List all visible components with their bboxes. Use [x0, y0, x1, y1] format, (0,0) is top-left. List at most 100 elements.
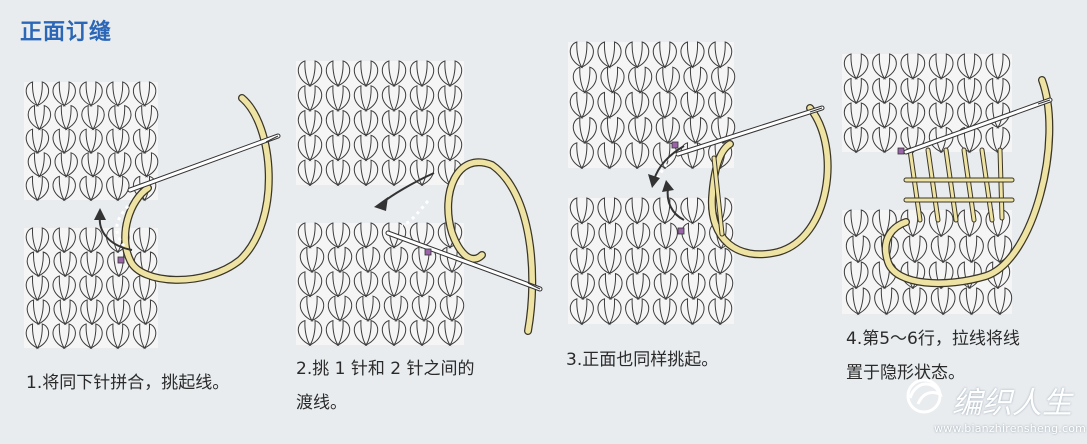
knit-stitch	[353, 60, 368, 88]
knit-stitch	[132, 323, 147, 350]
knit-stitch	[996, 126, 1011, 154]
knit-stitch	[62, 275, 76, 302]
knit-stitch	[353, 134, 368, 162]
knit-stitch	[297, 222, 312, 249]
knit-stitch	[572, 66, 587, 94]
knit-stitch	[392, 319, 407, 347]
knit-stitch	[336, 134, 351, 162]
knit-stitch	[611, 66, 625, 94]
knit-stitch	[985, 53, 1000, 80]
arrow-head	[662, 180, 674, 192]
step-1	[20, 70, 290, 360]
knit-stitch	[608, 298, 622, 326]
knit-stitch	[392, 60, 407, 88]
knit-stitch	[133, 299, 148, 326]
knit-stitch	[597, 91, 611, 119]
knit-stitch	[35, 323, 50, 350]
knit-stitch	[325, 134, 340, 162]
knit-stitch	[581, 222, 595, 250]
knit-stitch	[37, 152, 52, 178]
caption-line: 渡线。	[296, 393, 347, 413]
knit-stitch	[145, 104, 159, 131]
knit-stitch	[625, 91, 639, 119]
knit-stitch	[310, 246, 325, 274]
knit-stitch	[856, 235, 871, 264]
knit-stitch	[691, 91, 705, 119]
knit-stitch	[325, 319, 340, 347]
knit-stitch	[297, 159, 312, 187]
knit-stitch	[53, 299, 67, 326]
knit-stitch	[409, 109, 424, 137]
knit-stitch	[911, 102, 926, 129]
knit-stitch	[80, 299, 94, 326]
knit-stitch	[422, 295, 437, 322]
arrow-head	[374, 197, 388, 211]
knit-stitch	[420, 222, 435, 249]
knit-stitch	[53, 251, 67, 278]
knit-stitch	[843, 102, 858, 129]
knit-stitch	[611, 116, 625, 145]
knit-stitch	[996, 53, 1011, 80]
knit-stitch	[118, 104, 132, 131]
knit-stitch	[664, 222, 678, 250]
knit-stitch	[437, 85, 452, 112]
knit-panel-bottom	[842, 209, 1013, 316]
knit-stitch	[666, 116, 680, 145]
knit-stitch	[625, 298, 639, 326]
knit-stitch	[939, 53, 954, 80]
knit-stitch	[327, 246, 342, 274]
knit-stitch	[608, 197, 622, 225]
knit-stitch	[411, 246, 426, 274]
knit-stitch	[957, 77, 971, 105]
knit-stitch	[62, 323, 76, 350]
knit-stitch	[569, 142, 584, 170]
knit-stitch	[680, 142, 694, 170]
knit-stitch	[420, 85, 435, 112]
knit-stitch	[626, 222, 640, 250]
knit-stitch	[570, 222, 585, 250]
knit-panel-top	[296, 60, 464, 187]
knit-stitch	[325, 222, 340, 249]
knit-stitch	[297, 85, 312, 112]
knit-stitch	[134, 152, 149, 178]
knit-stitch	[91, 104, 105, 131]
knit-stitch	[580, 91, 594, 119]
knit-stitch	[54, 152, 68, 178]
knit-stitch	[116, 128, 130, 155]
knit-stitch	[437, 134, 452, 162]
knit-stitch	[132, 81, 147, 107]
knit-stitch	[106, 128, 120, 155]
knit-stitch	[364, 271, 379, 298]
knit-stitch	[25, 81, 39, 107]
knit-stitch	[570, 272, 585, 301]
knit-stitch	[409, 85, 424, 112]
knit-stitch	[636, 222, 651, 250]
knit-stitch	[448, 85, 463, 112]
knit-stitch	[64, 152, 78, 178]
knit-stitch	[609, 272, 623, 301]
knit-stitch	[663, 298, 677, 326]
knit-stitch	[420, 60, 435, 88]
knit-stitch	[353, 271, 368, 298]
knit-stitch	[930, 235, 945, 264]
knit-stitch	[308, 271, 323, 298]
knit-stitch	[132, 275, 147, 302]
knit-stitch	[381, 319, 396, 347]
knit-stitch	[625, 41, 639, 69]
knit-stitch	[638, 116, 653, 145]
knit-stitch	[721, 66, 736, 94]
knit-stitch	[325, 271, 340, 298]
knit-stitch	[364, 222, 379, 249]
knit-stitch	[694, 66, 708, 94]
knit-stitch	[843, 261, 858, 290]
knit-stitch	[409, 60, 424, 88]
knit-stitch	[52, 175, 66, 202]
knit-stitch	[691, 41, 705, 69]
knit-stitch	[569, 197, 584, 225]
knit-stitch	[392, 85, 407, 112]
watermark-logo-icon	[906, 378, 943, 414]
knit-stitch	[708, 41, 722, 69]
knit-stitch	[108, 104, 122, 131]
knit-stitch	[957, 209, 971, 238]
knit-stitch	[987, 287, 1002, 316]
